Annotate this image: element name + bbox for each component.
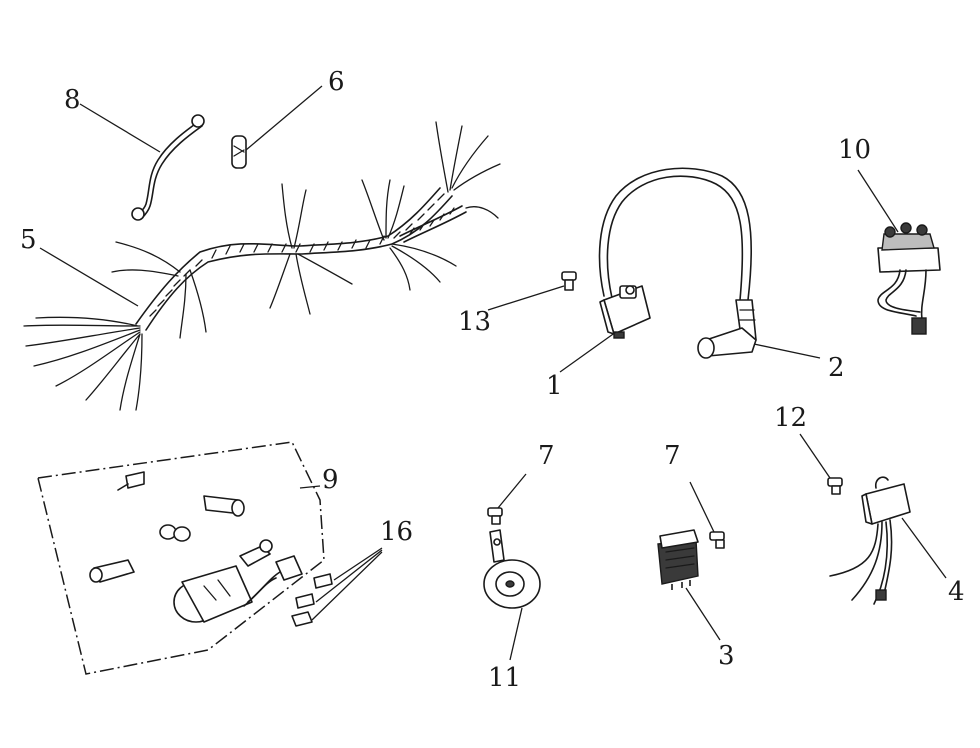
bolt-12 — [827, 477, 843, 495]
callout-13: 13 — [458, 307, 491, 337]
ignition-coil — [598, 167, 753, 339]
callout-2: 2 — [828, 353, 845, 383]
cdi-unit — [829, 476, 911, 605]
spark-plug-cap — [697, 299, 757, 359]
wire-harness — [23, 121, 501, 411]
callout-6: 6 — [328, 67, 345, 97]
callout-12: 12 — [774, 403, 807, 433]
callout-8: 8 — [64, 85, 81, 115]
horn — [483, 529, 541, 609]
starter-relay — [877, 222, 941, 335]
callout-9: 9 — [322, 465, 339, 495]
callout-1: 1 — [546, 371, 563, 401]
callout-4: 4 — [948, 577, 965, 607]
callout-16: 16 — [380, 517, 413, 547]
bolt-13 — [561, 271, 577, 291]
leader-lines — [39, 85, 947, 661]
callout-3: 3 — [718, 641, 735, 671]
callout-5: 5 — [20, 225, 37, 255]
ignition-switch-kit — [37, 441, 333, 675]
ground-wire — [131, 114, 205, 221]
callout-7b: 7 — [664, 441, 681, 471]
regulator-rectifier — [657, 529, 699, 590]
bolt-7-left — [487, 507, 503, 525]
callout-7a: 7 — [538, 441, 555, 471]
callout-10: 10 — [838, 135, 871, 165]
bolt-7-right — [709, 531, 725, 549]
callout-labels: 1 2 3 4 5 6 7 7 8 9 10 11 12 13 16 — [20, 67, 965, 693]
callout-11: 11 — [488, 663, 521, 693]
fuse — [231, 135, 247, 169]
